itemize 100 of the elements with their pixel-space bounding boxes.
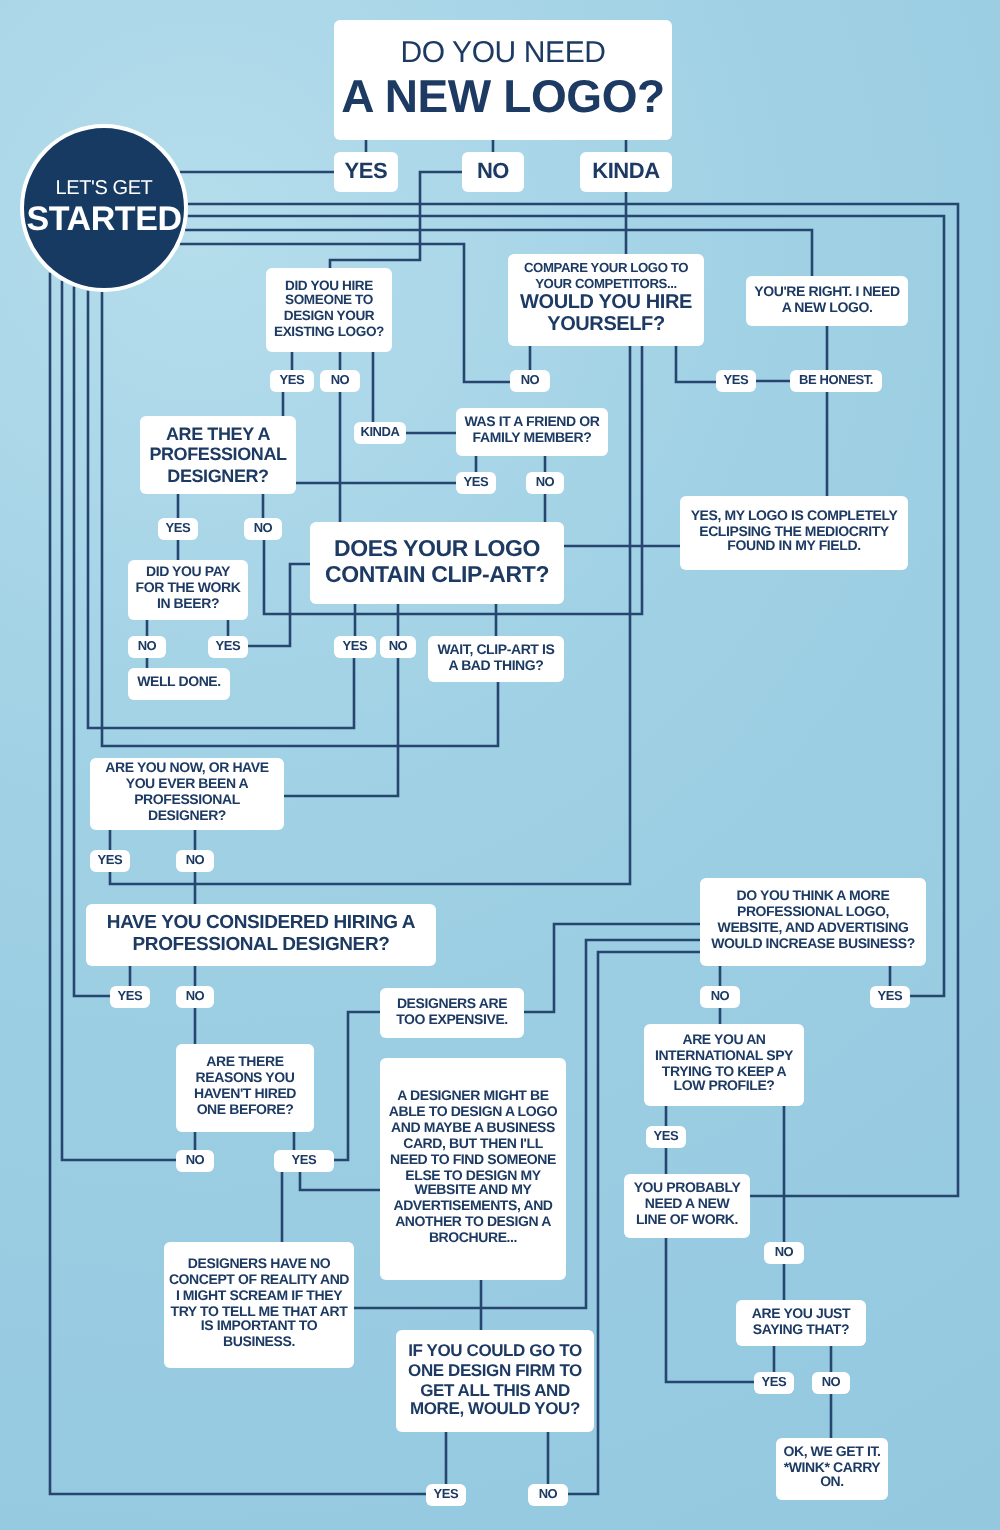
question-box	[164, 1242, 354, 1368]
connector-line	[664, 1106, 668, 1126]
choice-box	[510, 370, 550, 392]
connector-line	[48, 272, 426, 1496]
connector-line	[261, 494, 265, 518]
connector-line	[354, 938, 700, 1310]
connector-line	[60, 280, 176, 1162]
title-text: A NEW LOGO?	[341, 71, 665, 123]
question-box	[310, 522, 564, 604]
connector-line	[187, 214, 946, 998]
connector-line	[371, 352, 375, 422]
choice-box	[456, 472, 496, 494]
question-box	[456, 408, 608, 456]
connector-line	[338, 392, 342, 522]
title-text: DO YOU NEED	[400, 37, 606, 72]
choice-box	[158, 518, 198, 540]
choice-box	[244, 518, 282, 540]
choice-box	[754, 1372, 794, 1394]
choice-box	[716, 370, 756, 392]
choice-box	[334, 152, 398, 192]
question-box	[128, 668, 230, 700]
choice-box	[764, 1242, 804, 1264]
choice-box	[176, 986, 214, 1008]
connector-line	[86, 290, 356, 730]
connector-line	[298, 1172, 380, 1192]
question-box	[508, 254, 704, 346]
connector-line	[176, 540, 180, 560]
choice-box	[380, 636, 416, 658]
question-text: IF YOU COULD GO TO ONE DESIGN FIRM TO GET ALL THIS AND MORE, WOULD YOU?	[406, 1342, 584, 1420]
connector-line	[664, 1148, 668, 1174]
connector-line	[248, 562, 310, 648]
question-box	[746, 276, 908, 326]
connector-line	[281, 392, 285, 416]
choice-box	[128, 636, 166, 658]
choice-box	[354, 422, 406, 444]
connector-line	[829, 1394, 833, 1438]
choice-box	[526, 472, 564, 494]
connector-line	[664, 1238, 754, 1384]
connector-line	[444, 1432, 448, 1484]
connector-line	[334, 1010, 380, 1162]
connector-line	[296, 481, 456, 485]
connector-line	[179, 170, 334, 174]
choice-box	[320, 370, 360, 392]
choice-box	[274, 1150, 334, 1172]
connector-line	[179, 242, 510, 384]
choice-box	[208, 636, 248, 658]
connector-line	[193, 966, 197, 986]
choice-box	[110, 986, 150, 1008]
choice-text: YES	[344, 159, 388, 185]
question-box	[380, 988, 524, 1038]
connector-line	[494, 604, 498, 636]
question-text: HAVE YOU CONSIDERED HIRING A PROFESSIONAL DESIGNER?	[104, 913, 418, 957]
connector-line	[328, 170, 462, 268]
connector-line	[524, 922, 700, 1014]
choice-box	[812, 1372, 850, 1394]
connector-line	[564, 544, 680, 548]
connector-line	[396, 604, 400, 636]
connector-line	[528, 346, 532, 370]
connector-line	[193, 1008, 197, 1044]
connector-line	[718, 966, 722, 986]
connector-line	[546, 1432, 550, 1484]
choice-box	[176, 1150, 214, 1172]
question-box	[680, 496, 908, 570]
connector-line	[674, 346, 716, 384]
connector-line	[406, 431, 456, 435]
title-box	[334, 20, 672, 140]
choice-box	[700, 986, 740, 1008]
choice-text: KINDA	[592, 159, 660, 185]
choice-box	[270, 370, 314, 392]
choice-box	[528, 1484, 568, 1506]
question-box	[86, 904, 436, 966]
connector-line	[108, 830, 112, 850]
connector-line	[543, 494, 547, 522]
choice-box	[176, 850, 214, 872]
choice-box	[462, 152, 524, 192]
connector-line	[756, 379, 790, 383]
choice-box	[580, 152, 672, 192]
choice-box	[870, 986, 910, 1008]
question-box	[176, 1044, 314, 1132]
connector-line	[176, 494, 180, 518]
question-box	[266, 268, 392, 352]
start-text: LET'S GET	[55, 177, 153, 201]
question-text: ARE THEY A PROFESSIONAL DESIGNER?	[147, 424, 289, 486]
choice-box	[90, 850, 130, 872]
connector-line	[782, 1106, 786, 1242]
connector-line	[825, 326, 829, 496]
connector-line	[479, 1280, 483, 1330]
connector-line	[128, 966, 132, 986]
connector-line	[100, 292, 500, 748]
question-box	[700, 878, 926, 966]
connector-line	[262, 346, 644, 616]
connector-line	[568, 950, 700, 1496]
connector-line	[624, 192, 628, 254]
connector-line	[185, 228, 814, 276]
connector-line	[353, 604, 357, 636]
choice-box	[790, 370, 882, 392]
start-text: STARTED	[26, 200, 182, 239]
question-text: WOULD YOU HIRE YOURSELF?	[518, 292, 694, 338]
question-box	[90, 758, 284, 830]
connector-line	[782, 1264, 786, 1300]
